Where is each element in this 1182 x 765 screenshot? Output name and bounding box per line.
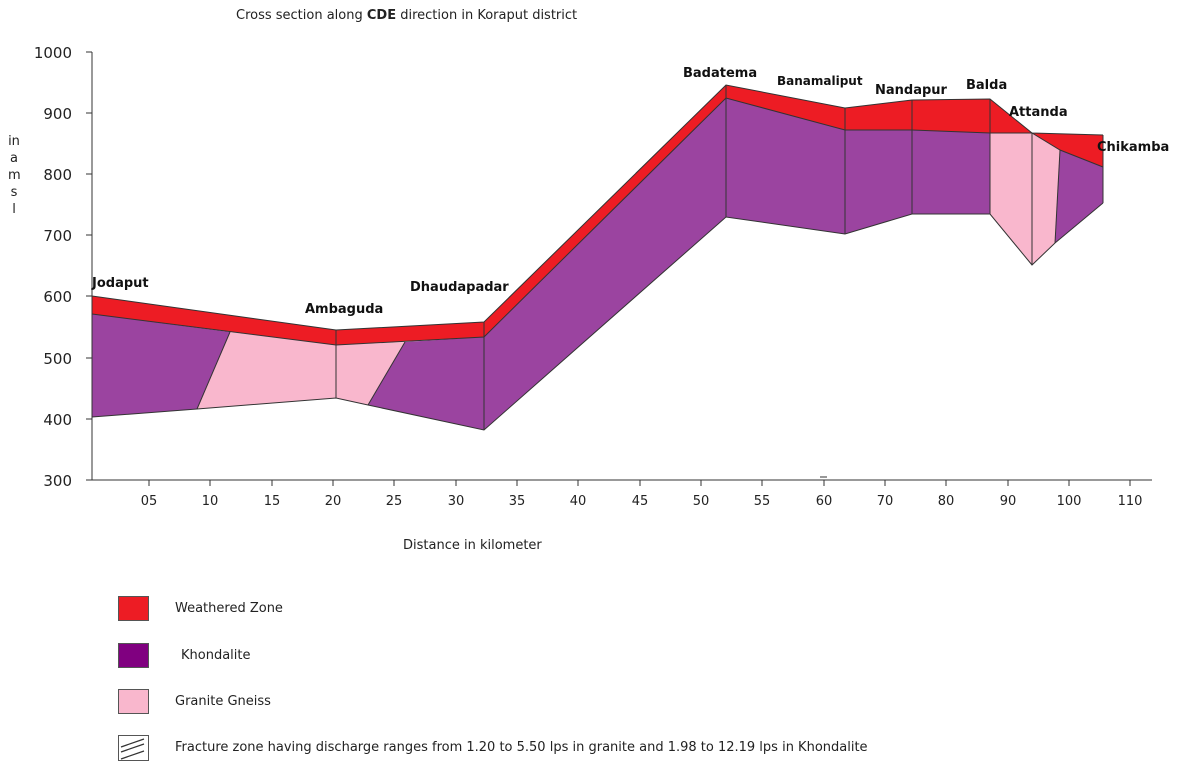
- legend-swatch-weathered: [118, 596, 149, 621]
- y-axis-label-letter: l: [12, 202, 16, 217]
- y-axis-label-letter: m: [8, 168, 21, 183]
- y-tick-label: 700: [43, 227, 72, 245]
- y-tick-label: 600: [43, 288, 72, 306]
- place-label-jodaput: Jodaput: [91, 276, 149, 291]
- place-label-attanda: Attanda: [1009, 105, 1068, 120]
- x-tick-labels: 05 10 15 20 25 30 35 40 45 50 55 60 70 8…: [141, 494, 1143, 509]
- figure-title: Cross section along CDE direction in Kor…: [236, 8, 577, 23]
- legend-label-granite: Granite Gneiss: [175, 694, 271, 709]
- x-axis-label: Distance in kilometer: [403, 538, 542, 553]
- x-tick-label: 30: [448, 494, 465, 509]
- x-tick-label: 100: [1057, 494, 1082, 509]
- title-suffix: direction in Koraput district: [396, 8, 578, 23]
- y-tick-label: 1000: [34, 44, 72, 62]
- x-tick-label: 90: [1000, 494, 1017, 509]
- legend-label-weathered: Weathered Zone: [175, 601, 283, 616]
- y-axis-label-letter: s: [10, 185, 18, 200]
- x-tick-label: 55: [754, 494, 771, 509]
- granite-contact-1: [196, 331, 231, 410]
- x-tick-label: 25: [386, 494, 403, 509]
- weathering-base-line: [91, 97, 1104, 346]
- weathered-zone-band: [92, 85, 1103, 345]
- section-bottom-line: [91, 202, 1104, 431]
- place-label-balda: Balda: [966, 78, 1007, 93]
- section-boundary-lines: [91, 84, 1104, 431]
- place-label-dhaudapadar: Dhaudapadar: [410, 280, 509, 295]
- y-tick-label: 400: [43, 411, 72, 429]
- y-axis-label: in a m s l: [8, 133, 21, 218]
- x-tick-label: 10: [202, 494, 219, 509]
- granite-contact-2: [367, 341, 406, 406]
- granite-attanda-block: [990, 133, 1060, 265]
- y-tick-label: 300: [43, 472, 72, 490]
- khondalite-chikamba-block: [1055, 150, 1103, 243]
- x-tick-label: 60: [816, 494, 833, 509]
- x-tick-label: 40: [570, 494, 587, 509]
- title-prefix: Cross section along: [236, 8, 367, 23]
- granite-gneiss-layer: [197, 133, 1060, 409]
- axes: [86, 51, 1152, 486]
- khondalite-jodaput-block: [92, 314, 230, 417]
- y-tick-labels: 1000 900 800 700 600 500 400 300: [34, 44, 72, 490]
- fracture-zone-icon: [118, 735, 149, 761]
- x-tick-label: 110: [1118, 494, 1143, 509]
- x-tick-label: 20: [325, 494, 342, 509]
- x-tick-label: 50: [693, 494, 710, 509]
- y-axis-label-letter: in: [8, 134, 20, 149]
- weathered-zone-layer: [92, 85, 1103, 345]
- khondalite-layer: [92, 98, 1103, 430]
- legend-swatch-granite: [118, 689, 149, 714]
- x-tick-label: 45: [632, 494, 649, 509]
- legend-swatch-khondalite: [118, 643, 149, 668]
- place-label-ambaguda: Ambaguda: [305, 302, 383, 317]
- granite-contact-3: [1054, 149, 1061, 244]
- granite-ambaguda-block: [197, 332, 405, 409]
- title-bold: CDE: [366, 8, 397, 23]
- khondalite-badatema-block: [484, 98, 990, 430]
- khondalite-dhaudapadar-block: [368, 337, 484, 430]
- x-tick-label: 15: [264, 494, 281, 509]
- place-label-chikamba: Chikamba: [1097, 140, 1169, 155]
- legend-label-fracture: Fracture zone having discharge ranges fr…: [175, 740, 868, 755]
- y-tick-label: 900: [43, 105, 72, 123]
- place-labels: Jodaput Ambaguda Dhaudapadar Badatema Ba…: [91, 66, 1169, 317]
- place-label-banamaliput: Banamaliput: [777, 74, 863, 88]
- y-tick-label: 800: [43, 166, 72, 184]
- x-tick-label: 05: [141, 494, 158, 509]
- x-tick-label: 80: [938, 494, 955, 509]
- x-tick-label: 35: [509, 494, 526, 509]
- place-label-badatema: Badatema: [683, 66, 757, 81]
- y-axis-label-letter: a: [10, 151, 18, 166]
- legend-label-khondalite: Khondalite: [181, 648, 251, 663]
- place-label-nandapur: Nandapur: [875, 83, 948, 98]
- x-tick-label: 70: [877, 494, 894, 509]
- y-tick-label: 500: [43, 350, 72, 368]
